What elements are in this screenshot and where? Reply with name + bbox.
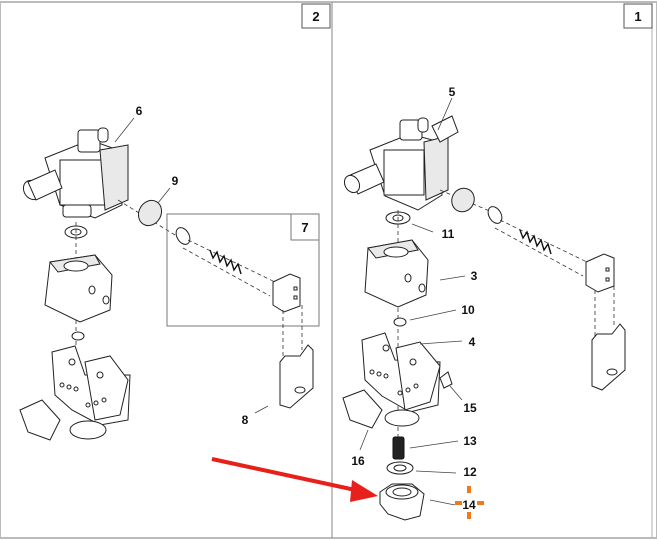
leader-5 <box>437 97 453 131</box>
leader-13 <box>409 440 459 449</box>
leader-8 <box>254 405 269 414</box>
leader-11 <box>411 223 434 233</box>
callout-14: 14 <box>462 498 476 512</box>
nozzle-body-left <box>19 345 131 441</box>
callout-11: 11 <box>442 227 455 241</box>
callout-10: 10 <box>461 303 475 317</box>
leader-16 <box>359 429 369 451</box>
callout-13: 13 <box>463 434 477 448</box>
valve-body-left <box>22 127 129 219</box>
callout-16: 16 <box>351 454 365 468</box>
nozzle-body-right <box>342 332 453 429</box>
filter-screen-right <box>451 187 475 213</box>
callout-9: 9 <box>172 174 179 188</box>
subpanel-7: 7 <box>166 213 320 327</box>
callout-6: 6 <box>136 104 143 118</box>
callout-12: 12 <box>463 465 477 479</box>
panel-1-badge: 1 <box>623 3 653 29</box>
panel-2-badge: 2 <box>301 3 331 29</box>
bracket-left <box>279 344 314 409</box>
panel-1-number: 1 <box>634 9 641 24</box>
crosshair-marker <box>455 486 484 519</box>
o-ring-right <box>393 317 407 327</box>
callout-3: 3 <box>471 269 478 283</box>
plunger-assembly-left <box>175 227 301 313</box>
bracket-right <box>591 323 626 391</box>
leader-12 <box>415 470 457 474</box>
highlight-arrow <box>211 457 378 502</box>
leader-14 <box>429 499 456 506</box>
panel-2-number: 2 <box>312 9 319 24</box>
housing-left <box>44 254 113 323</box>
nut-right <box>379 483 425 521</box>
leader-15 <box>449 385 463 401</box>
washer-hole <box>393 464 407 472</box>
callout-5: 5 <box>449 85 456 99</box>
leader-4 <box>419 340 463 345</box>
housing-right <box>364 239 429 308</box>
callout-8: 8 <box>242 413 249 427</box>
spring-right <box>392 436 405 460</box>
leader-10 <box>409 309 457 321</box>
filter-screen-left <box>137 199 163 227</box>
subpanel-7-number: 7 <box>301 220 308 235</box>
leader-3 <box>439 275 466 281</box>
leader-9 <box>157 187 171 204</box>
callout-15: 15 <box>463 401 477 415</box>
callout-4: 4 <box>469 335 476 349</box>
o-ring-left <box>71 331 85 341</box>
leader-6 <box>114 117 135 143</box>
valve-body-right <box>343 115 459 211</box>
